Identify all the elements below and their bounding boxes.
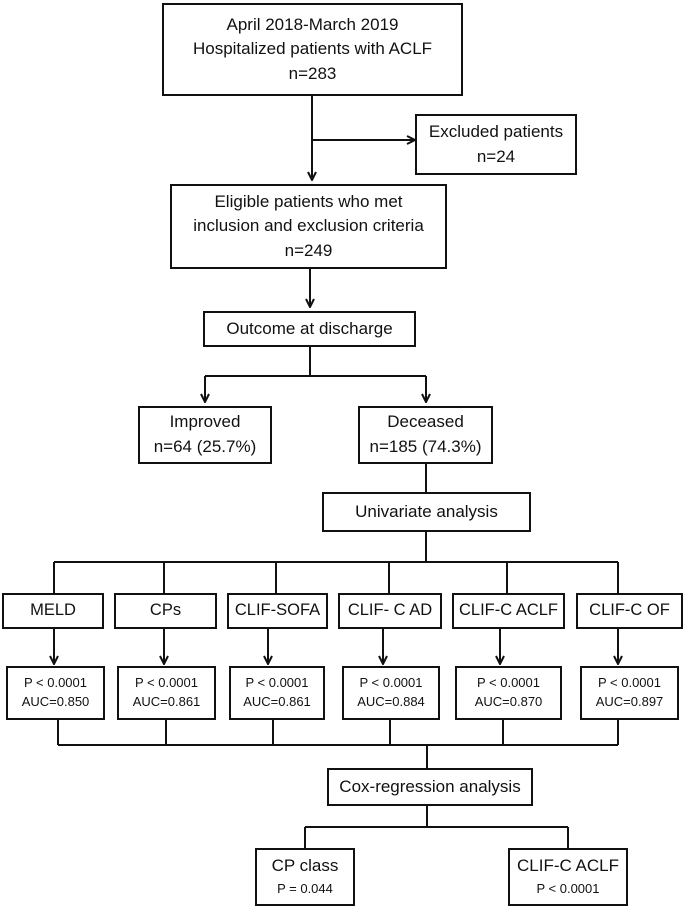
eligible-count: n=249 xyxy=(284,240,333,260)
score-box-clif-sofa: CLIF-SOFA xyxy=(227,593,328,629)
cox-result-p-value: P = 0.044 xyxy=(277,880,333,896)
screened-count: n=283 xyxy=(288,63,337,83)
cox-label: Cox-regression analysis xyxy=(339,776,521,796)
score-box-cps: CPs xyxy=(114,593,217,629)
result-box-cps: P < 0.0001 AUC=0.861 xyxy=(117,666,216,720)
score-name: CLIF- C AD xyxy=(347,601,433,620)
improved-count: n=64 (25.7%) xyxy=(153,437,257,456)
result-auc: AUC=0.884 xyxy=(357,694,425,709)
cox-result-p-value: P < 0.0001 xyxy=(536,880,600,896)
screened-period: April 2018-March 2019 xyxy=(226,14,399,34)
excluded-label: Excluded patients xyxy=(428,121,564,141)
outcome-box: Outcome at discharge xyxy=(203,311,416,347)
score-box-clif-c-ad: CLIF- C AD xyxy=(338,593,442,629)
score-name: CLIF-C OF xyxy=(589,601,670,620)
score-box-clif-c-aclf: CLIF-C ACLF xyxy=(452,593,565,629)
score-box-meld: MELD xyxy=(2,593,104,629)
cox-result-clif-c-aclf-box: CLIF-C ACLF P < 0.0001 xyxy=(508,848,628,906)
result-auc: AUC=0.861 xyxy=(132,694,201,709)
univariate-label: Univariate analysis xyxy=(355,501,498,521)
eligible-label-1: Eligible patients who met xyxy=(214,191,403,211)
result-p-value: P < 0.0001 xyxy=(597,675,661,691)
result-box-meld: P < 0.0001 AUC=0.850 xyxy=(6,666,105,720)
screened-population: Hospitalized patients with ACLF xyxy=(192,39,433,59)
result-box-clif-c-aclf: P < 0.0001 AUC=0.870 xyxy=(455,666,562,720)
improved-box: Improved n=64 (25.7%) xyxy=(138,406,272,464)
deceased-box: Deceased n=185 (74.3%) xyxy=(358,406,493,464)
cox-result-name: CLIF-C ACLF xyxy=(516,856,620,876)
excluded-count: n=24 xyxy=(476,146,516,166)
screened-patients-box: April 2018-March 2019 Hospitalized patie… xyxy=(162,3,463,96)
score-name: MELD xyxy=(30,601,76,620)
result-p-value: P < 0.0001 xyxy=(359,675,423,691)
cox-result-cp-class-box: CP class P = 0.044 xyxy=(255,848,355,906)
result-box-clif-sofa: P < 0.0001 AUC=0.861 xyxy=(229,666,325,720)
result-auc: AUC=0.870 xyxy=(474,694,543,709)
result-auc: AUC=0.850 xyxy=(21,694,90,709)
cox-regression-box: Cox-regression analysis xyxy=(327,768,533,806)
excluded-patients-box: Excluded patients n=24 xyxy=(415,114,577,175)
result-auc: AUC=0.897 xyxy=(595,694,664,709)
result-box-clif-c-of: P < 0.0001 AUC=0.897 xyxy=(580,666,679,720)
result-p-value: P < 0.0001 xyxy=(476,675,540,691)
score-name: CLIF-C ACLF xyxy=(458,601,559,620)
cox-result-name: CP class xyxy=(271,856,339,876)
improved-label: Improved xyxy=(169,412,241,432)
outcome-label: Outcome at discharge xyxy=(226,318,393,338)
result-auc: AUC=0.861 xyxy=(243,694,311,709)
score-box-clif-c-of: CLIF-C OF xyxy=(576,593,683,629)
result-p-value: P < 0.0001 xyxy=(23,675,87,691)
score-name: CPs xyxy=(149,601,182,620)
score-name: CLIF-SOFA xyxy=(234,601,321,620)
result-p-value: P < 0.0001 xyxy=(245,675,309,691)
result-p-value: P < 0.0001 xyxy=(134,675,198,691)
eligible-label-2: inclusion and exclusion criteria xyxy=(193,216,424,236)
univariate-box: Univariate analysis xyxy=(322,492,531,532)
eligible-patients-box: Eligible patients who met inclusion and … xyxy=(170,184,447,269)
result-box-clif-c-ad: P < 0.0001 AUC=0.884 xyxy=(342,666,440,720)
deceased-label: Deceased xyxy=(387,412,464,432)
deceased-count: n=185 (74.3%) xyxy=(369,437,482,456)
